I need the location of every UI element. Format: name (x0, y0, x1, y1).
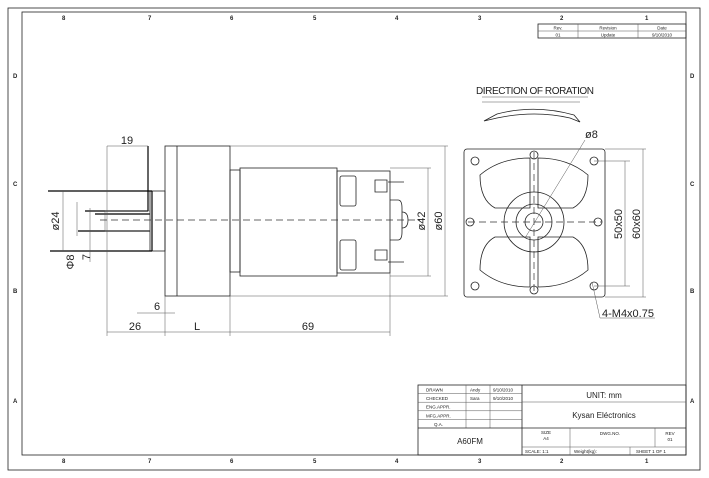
dim-flat: 7 (81, 254, 93, 260)
dim-end-shaft: ø8 (585, 129, 598, 141)
rotation-title: DIRECTION OF RORATION (476, 86, 594, 97)
zone-label: 3 (478, 16, 482, 22)
zone-label: 6 (230, 16, 234, 22)
zone-label: 5 (313, 459, 317, 465)
zone-label: 4 (395, 459, 399, 465)
approval-label: CHECKED (426, 396, 449, 401)
zone-labels-side: D C B A D C B A (13, 74, 695, 405)
approval-label: Q.A. (434, 422, 443, 427)
date-header: Date (657, 26, 667, 31)
rotation-arrow (483, 108, 581, 123)
dim-L: L (194, 321, 200, 333)
dim-holes: 4-M4x0.75 (602, 308, 654, 320)
zone-label: 7 (148, 459, 152, 465)
dim-gear-dia: ø24 (50, 212, 62, 231)
zone-label: 8 (62, 16, 66, 22)
zone-label: 5 (313, 16, 317, 22)
size-value: A4 (543, 436, 549, 441)
title-block: DRAWN Andy 9/10/2010 CHECKED Sara 9/10/2… (417, 384, 687, 456)
inner-border (21, 11, 687, 456)
dim-6: 6 (154, 301, 160, 313)
zone-label: 1 (645, 459, 649, 465)
revision-header: Revision (599, 26, 617, 31)
approval-name: Sara (470, 396, 480, 401)
flange-outline (463, 148, 606, 298)
zone-label: D (690, 74, 695, 80)
company-name: Kysan Eléctronics (572, 411, 636, 420)
dim-50x50: 50x50 (613, 209, 625, 239)
dim-shaft-dia: Φ8 (65, 255, 77, 270)
shaft (104, 210, 151, 232)
approval-label: MFG.APPR. (426, 413, 451, 418)
approval-label: DRAWN (426, 388, 443, 393)
approval-date: 9/10/2010 (493, 396, 514, 401)
zone-labels-bottom: 8 7 6 5 4 3 2 1 (62, 459, 649, 465)
zone-label: 6 (230, 459, 234, 465)
zone-label: 7 (148, 16, 152, 22)
revision-table: Rev. Revision Date 01 Update 9/10/2010 (537, 23, 687, 39)
zone-label: A (13, 399, 18, 405)
dwg-no-label: DWG.NO. (600, 431, 620, 436)
zone-label: C (690, 182, 695, 188)
dim-69: 69 (302, 321, 314, 333)
zone-label: C (13, 182, 18, 188)
zone-label: 8 (62, 459, 66, 465)
approval-date: 9/10/2010 (493, 388, 514, 393)
outer-border (7, 7, 701, 471)
zone-label: A (690, 399, 695, 405)
zone-label: 2 (560, 16, 564, 22)
date-cell: 9/10/2010 (652, 33, 673, 38)
scale: SCALE: 1:1 (525, 449, 549, 454)
weight: Weight(kg): (574, 449, 597, 454)
size-label: SIZE (541, 430, 551, 435)
zone-label: B (13, 289, 18, 295)
rev-label: REV (665, 431, 674, 436)
zone-label: B (690, 289, 695, 295)
sheet-number: SHEET 1 OF 1 (636, 449, 666, 454)
dim-26: 26 (129, 321, 141, 333)
motor-can (239, 167, 338, 277)
rev-cell: 01 (555, 33, 561, 38)
zone-label: D (13, 74, 18, 80)
gearbox (164, 145, 231, 297)
part-number: A60FM (457, 437, 483, 446)
dim-60x60: 60x60 (631, 209, 643, 239)
rev-value: 01 (667, 437, 673, 442)
zone-label: 1 (645, 16, 649, 22)
approval-name: Andy (470, 388, 481, 393)
rev-header: Rev. (554, 26, 563, 31)
unit-label: UNIT: mm (586, 391, 622, 400)
dim-body-dia: ø60 (433, 212, 445, 231)
zone-label: 4 (395, 16, 399, 22)
zone-label: 3 (478, 459, 482, 465)
front-view: 19 ø24 Φ8 7 ø60 ø42 6 26 L 69 (48, 135, 448, 336)
zone-labels-top: 8 7 6 5 4 3 2 1 (62, 16, 649, 22)
dim-motor-dia: ø42 (416, 212, 428, 231)
end-view: DIRECTION OF RORATION ø8 50x50 60x60 4-M… (463, 86, 655, 320)
approval-label: ENG.APPR. (426, 405, 451, 410)
revision-cell: Update (601, 33, 616, 38)
zone-label: 2 (560, 459, 564, 465)
dim-19: 19 (121, 135, 133, 147)
